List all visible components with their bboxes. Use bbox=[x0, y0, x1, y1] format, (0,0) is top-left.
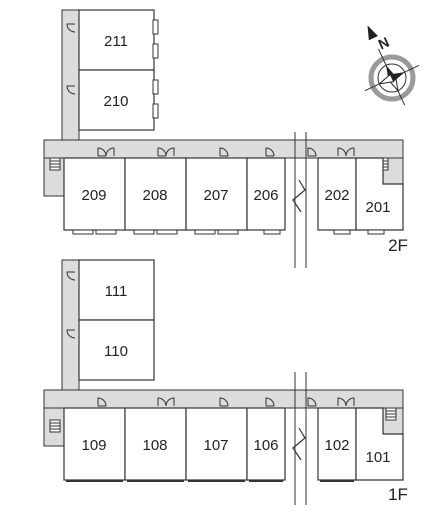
window-mark bbox=[263, 229, 281, 235]
unit-101 bbox=[355, 407, 404, 481]
unit-label: 206 bbox=[253, 187, 278, 204]
door-icon bbox=[165, 147, 175, 157]
unit-label: 209 bbox=[81, 187, 106, 204]
door-icon bbox=[219, 147, 229, 157]
unit-206 bbox=[246, 157, 286, 231]
unit-label: 107 bbox=[203, 437, 228, 454]
unit-211 bbox=[78, 9, 155, 71]
unit-label: 210 bbox=[103, 93, 128, 110]
door-icon bbox=[66, 23, 76, 33]
floor-1f: 111 110 109 108 107 106 102 101 1F bbox=[43, 259, 408, 505]
unit-label: 108 bbox=[142, 437, 167, 454]
unit-207 bbox=[185, 157, 248, 231]
window-mark bbox=[156, 229, 178, 235]
door-icon bbox=[307, 397, 317, 407]
window-mark bbox=[152, 79, 159, 95]
floor-label: 1F bbox=[388, 485, 408, 504]
window-mark bbox=[367, 229, 385, 235]
compass-icon bbox=[364, 25, 420, 106]
unit-label: 110 bbox=[104, 343, 128, 360]
window-mark bbox=[217, 229, 239, 235]
door-icon bbox=[265, 397, 275, 407]
door-icon bbox=[66, 85, 76, 95]
door-icon bbox=[345, 397, 355, 407]
unit-label: 207 bbox=[203, 187, 228, 204]
unit-202 bbox=[317, 157, 357, 231]
unit-111 bbox=[78, 259, 155, 321]
stairs-icon bbox=[49, 419, 61, 433]
door-icon bbox=[165, 397, 175, 407]
floor-2f: 211 210 209 208 207 206 202 201 2F bbox=[43, 9, 408, 268]
door-icon bbox=[66, 271, 76, 281]
unit-label: 111 bbox=[105, 283, 128, 300]
stairs-icon bbox=[385, 407, 397, 421]
unit-label: 109 bbox=[81, 437, 106, 454]
window-mark bbox=[72, 229, 94, 235]
window-mark bbox=[152, 43, 159, 59]
door-icon bbox=[219, 397, 229, 407]
omission-zigzag bbox=[292, 427, 306, 461]
unit-label: 208 bbox=[142, 187, 167, 204]
unit-110 bbox=[78, 319, 155, 381]
window-mark bbox=[152, 19, 159, 35]
unit-label: 211 bbox=[104, 33, 128, 50]
window-mark bbox=[133, 229, 155, 235]
door-icon bbox=[105, 147, 115, 157]
unit-210 bbox=[78, 69, 155, 131]
compass-north-label: N bbox=[376, 34, 392, 53]
floor-label: 2F bbox=[388, 236, 408, 255]
stairs-icon bbox=[49, 157, 61, 171]
unit-label: 106 bbox=[253, 437, 278, 454]
omission-zigzag bbox=[292, 179, 306, 213]
window-mark bbox=[333, 229, 351, 235]
unit-label: 201 bbox=[365, 199, 390, 216]
window-mark bbox=[95, 229, 117, 235]
unit-201 bbox=[355, 157, 404, 231]
unit-102 bbox=[317, 407, 357, 481]
door-icon bbox=[97, 397, 107, 407]
unit-106 bbox=[246, 407, 286, 481]
door-icon bbox=[307, 147, 317, 157]
unit-label: 202 bbox=[324, 187, 349, 204]
unit-label: 102 bbox=[324, 437, 349, 454]
door-icon bbox=[345, 147, 355, 157]
window-mark bbox=[152, 103, 159, 119]
unit-108 bbox=[124, 407, 187, 481]
door-icon bbox=[66, 329, 76, 339]
door-icon bbox=[265, 147, 275, 157]
corridor-1f-vertical bbox=[61, 259, 80, 391]
window-mark bbox=[194, 229, 216, 235]
corridor-2f-vertical bbox=[61, 9, 80, 141]
unit-label: 101 bbox=[365, 449, 390, 466]
